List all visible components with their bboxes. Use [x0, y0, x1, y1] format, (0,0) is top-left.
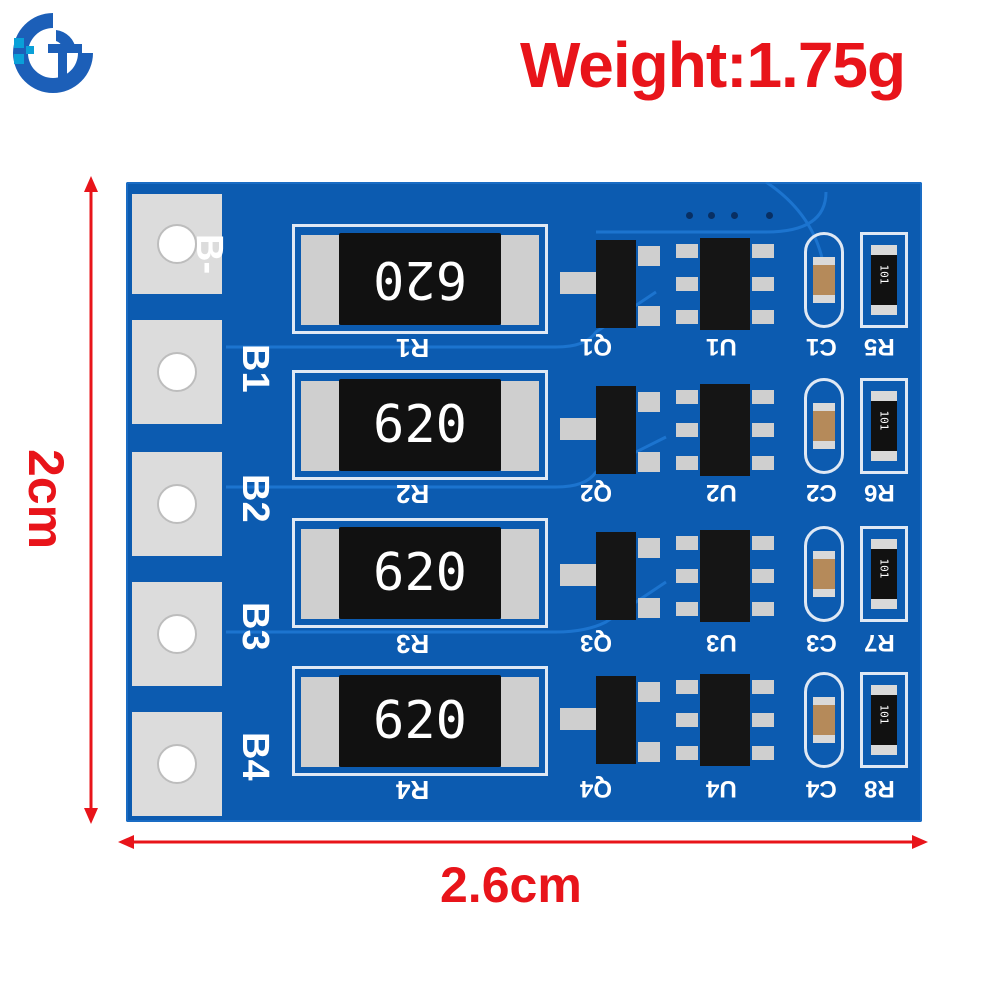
resistor-r4: 620 [292, 666, 548, 776]
terminal-pad-b1 [132, 320, 222, 424]
weight-label: Weight:1.75g [520, 29, 906, 101]
c-ref: C2 [806, 479, 837, 506]
ic-u2 [700, 384, 750, 476]
terminal-label: B4 [234, 732, 276, 781]
resistor-r3: 620 [292, 518, 548, 628]
capacitor-c1 [804, 232, 844, 328]
resistor-code: 620 [339, 379, 501, 471]
resistor-ref: R4 [396, 775, 430, 805]
u-ref: U1 [706, 333, 737, 360]
u-ref: U2 [706, 479, 737, 506]
height-label: 2cm [18, 448, 74, 550]
ic-u4 [700, 674, 750, 766]
r-ref: R7 [864, 629, 895, 656]
terminal-pad-b4 [132, 712, 222, 816]
terminal-label: B3 [234, 602, 276, 651]
terminal-pad-b-minus [132, 194, 222, 294]
resistor-r2: 620 [292, 370, 548, 480]
resistor-r6: 101 [860, 378, 908, 474]
c-ref: C4 [806, 775, 837, 802]
q-ref: Q4 [580, 775, 613, 802]
terminal-label: B2 [234, 474, 276, 523]
r-ref: R6 [864, 479, 895, 506]
ic-u3 [700, 530, 750, 622]
transistor-q2 [596, 386, 636, 474]
resistor-r5: 101 [860, 232, 908, 328]
q-ref: Q3 [580, 629, 613, 656]
c-ref: C3 [806, 629, 837, 656]
terminal-label: B1 [234, 344, 276, 393]
r-ref: R8 [864, 775, 895, 802]
resistor-code: 620 [339, 233, 501, 325]
capacitor-c4 [804, 672, 844, 768]
resistor-r7: 101 [860, 526, 908, 622]
terminal-pad-b3 [132, 582, 222, 686]
pcb-traces [226, 182, 828, 634]
resistor-r8: 101 [860, 672, 908, 768]
resistor-code: 620 [339, 675, 501, 767]
terminal-label: B- [188, 234, 230, 275]
ic-u1 [700, 238, 750, 330]
q-ref: Q1 [580, 333, 613, 360]
terminal-pad-b2 [132, 452, 222, 556]
resistor-r1: 620 [292, 224, 548, 334]
brand-logo-icon [8, 8, 98, 98]
resistor-code: 620 [339, 527, 501, 619]
resistor-ref: R2 [396, 479, 430, 509]
u-ref: U3 [706, 629, 737, 656]
transistor-q3 [596, 532, 636, 620]
width-label: 2.6cm [440, 857, 582, 913]
resistor-small-code: 101 [877, 264, 891, 285]
r-ref: R5 [864, 333, 895, 360]
resistor-ref: R1 [396, 333, 430, 363]
resistor-small-code: 101 [877, 410, 891, 431]
u-ref: U4 [706, 775, 737, 802]
q-ref: Q2 [580, 479, 613, 506]
pcb-board: B- B1 B2 B3 B4 620 R1 620 R2 620 R3 620 … [126, 182, 922, 822]
resistor-small-code: 101 [877, 558, 891, 579]
capacitor-c3 [804, 526, 844, 622]
c-ref: C1 [806, 333, 837, 360]
resistor-small-code: 101 [877, 704, 891, 725]
transistor-q1 [596, 240, 636, 328]
transistor-q4 [596, 676, 636, 764]
capacitor-c2 [804, 378, 844, 474]
resistor-ref: R3 [396, 629, 430, 659]
